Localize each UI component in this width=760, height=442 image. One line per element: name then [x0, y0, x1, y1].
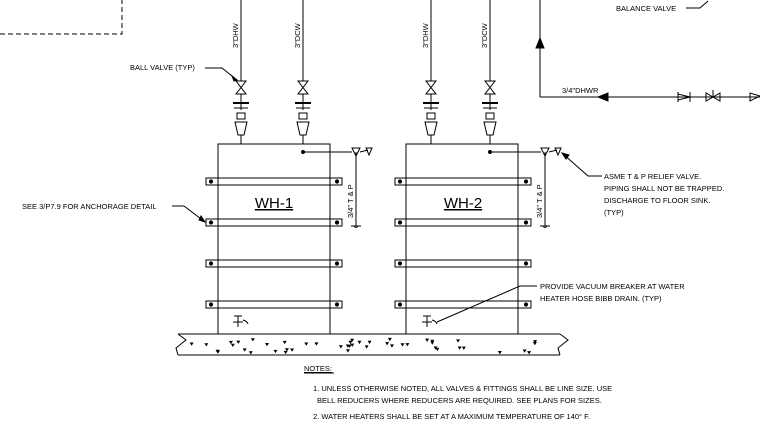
tank-wh1-title: WH-1	[255, 195, 293, 212]
aggregate-mark	[250, 338, 255, 342]
aggregate-mark	[236, 340, 241, 344]
aggregate-mark	[457, 346, 462, 350]
wh2-piping	[423, 0, 602, 228]
aggregate-mark	[248, 351, 253, 355]
wh1-tp-label: 3/4" T & P	[346, 184, 355, 218]
note-1-line-2: BELL REDUCERS WHERE REDUCERS ARE REQUIRE…	[317, 396, 602, 405]
aggregate-mark	[348, 340, 353, 345]
anchorage-leader	[172, 205, 206, 223]
aggregate-mark	[290, 348, 295, 352]
aggregate-mark	[430, 339, 435, 343]
slab-aggregate	[189, 337, 538, 355]
aggregate-mark	[304, 342, 309, 346]
aggregate-mark	[430, 341, 435, 345]
aggregate-mark	[385, 342, 390, 346]
wh1-piping	[205, 0, 373, 228]
aggregate-mark	[283, 350, 288, 355]
aggregate-mark	[284, 348, 289, 352]
aggregate-mark	[273, 349, 278, 354]
aggregate-mark	[456, 339, 461, 343]
note-2: 2. WATER HEATERS SHALL BE SET AT A MAXIM…	[313, 412, 590, 421]
vacuum-note-line-1: PROVIDE VACUUM BREAKER AT WATER	[540, 282, 685, 291]
aggregate-mark	[435, 347, 440, 352]
aggregate-mark	[461, 346, 466, 350]
aggregate-mark	[314, 342, 319, 346]
wh2-tp-label: 3/4" T & P	[535, 184, 544, 218]
tank-wh2-title: WH-2	[444, 195, 482, 212]
aggregate-mark	[338, 345, 343, 349]
aggregate-mark	[242, 348, 247, 352]
dhwr-label: 3/4"DHWR	[562, 86, 599, 95]
tank-wh2	[394, 143, 537, 335]
relief-note-line-3: DISCHARGE TO FLOOR SINK.	[604, 196, 710, 205]
dashed-enclosure	[0, 0, 123, 35]
wh1-dcw-label: 3"DCW	[293, 22, 302, 48]
aggregate-mark	[425, 338, 430, 342]
wh2-dhw-label: 3"DHW	[421, 22, 430, 48]
aggregate-mark	[264, 343, 269, 347]
aggregate-mark	[364, 345, 369, 349]
note-1-line-1: 1. UNLESS OTHERWISE NOTED, ALL VALVES & …	[313, 384, 612, 393]
aggregate-mark	[282, 340, 287, 345]
aggregate-mark	[389, 344, 394, 348]
ball-valve-label: BALL VALVE (TYP)	[130, 63, 195, 72]
wh1-dhw-label: 3"DHW	[231, 22, 240, 48]
aggregate-mark	[230, 343, 235, 347]
relief-note-line-1: ASME T & P RELIEF VALVE.	[604, 172, 701, 181]
aggregate-mark	[228, 340, 233, 345]
aggregate-mark	[405, 343, 410, 347]
aggregate-mark	[350, 343, 355, 347]
aggregate-mark	[345, 344, 350, 348]
aggregate-mark	[522, 349, 527, 353]
vacuum-note-line-2: HEATER HOSE BIBB DRAIN. (TYP)	[540, 294, 662, 303]
aggregate-mark	[533, 340, 538, 344]
aggregate-mark	[357, 340, 362, 345]
relief-note-line-4: (TYP)	[604, 208, 624, 217]
notes-heading: NOTES:	[304, 364, 332, 373]
aggregate-mark	[387, 337, 392, 342]
aggregate-mark	[497, 351, 502, 355]
dhwr-loop	[535, 0, 760, 102]
aggregate-mark	[204, 343, 209, 347]
aggregate-mark	[532, 342, 537, 346]
concrete-slab	[175, 333, 569, 356]
relief-note-line-2: PIPING SHALL NOT BE TRAPPED.	[604, 184, 724, 193]
aggregate-mark	[350, 338, 355, 343]
balance-valve-label: BALANCE VALVE	[616, 4, 676, 13]
aggregate-mark	[367, 340, 372, 345]
aggregate-mark	[345, 349, 350, 353]
aggregate-mark	[215, 350, 220, 354]
aggregate-mark	[527, 351, 532, 355]
aggregate-mark	[400, 343, 405, 347]
tank-wh1	[205, 143, 343, 335]
wh2-dcw-label: 3"DCW	[480, 22, 489, 48]
anchorage-label: SEE 3/P7.9 FOR ANCHORAGE DETAIL	[22, 202, 156, 211]
aggregate-mark	[189, 342, 194, 346]
